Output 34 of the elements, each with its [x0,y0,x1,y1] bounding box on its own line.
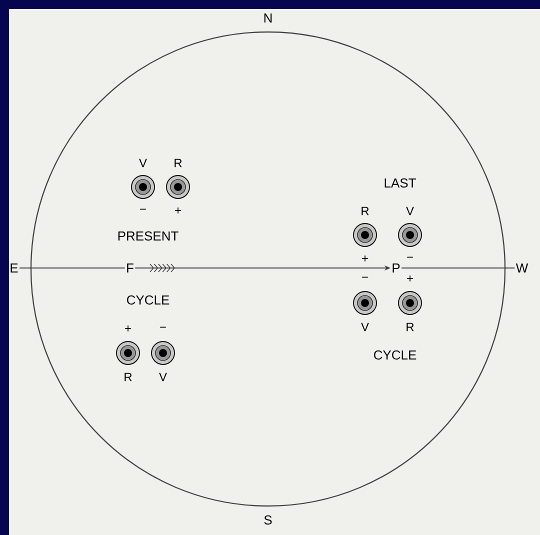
spot-label: − [407,256,413,258]
sunspot-drawing [166,175,190,199]
spot-label: + [175,208,181,214]
spot-label: − [362,276,368,278]
spot-label: + [407,276,413,282]
sunspot-drawing [353,223,377,247]
sunspot-drawing [398,223,422,247]
spot-label: − [140,208,146,210]
sunspot-drawing [151,341,175,365]
text-label: LAST [384,178,416,188]
spot-label: + [362,256,368,262]
spot-label: V [139,158,147,168]
point-label: E [10,264,18,272]
sunspot-drawing [116,341,140,365]
spot-label: V [361,322,369,332]
spot-label: − [160,326,166,328]
spot-label: R [362,206,369,216]
sunspot-drawing [131,175,155,199]
point-label: F [127,264,134,272]
sunspot-drawing [353,291,377,315]
spot-label: R [174,158,182,168]
spot-label: V [159,372,167,382]
spot-label: + [125,326,131,332]
text-label: CYCLE [374,350,416,360]
spot-label: R [124,372,132,382]
sunspot-drawing [398,291,422,315]
point-label: W [516,264,528,272]
spot-label: R [406,322,414,332]
text-label: N [264,14,272,22]
point-label: P [392,264,400,272]
text-label: S [264,515,272,525]
spot-label: V [406,206,414,216]
text-label: PRESENT [118,231,178,241]
text-label: CYCLE [127,295,170,305]
